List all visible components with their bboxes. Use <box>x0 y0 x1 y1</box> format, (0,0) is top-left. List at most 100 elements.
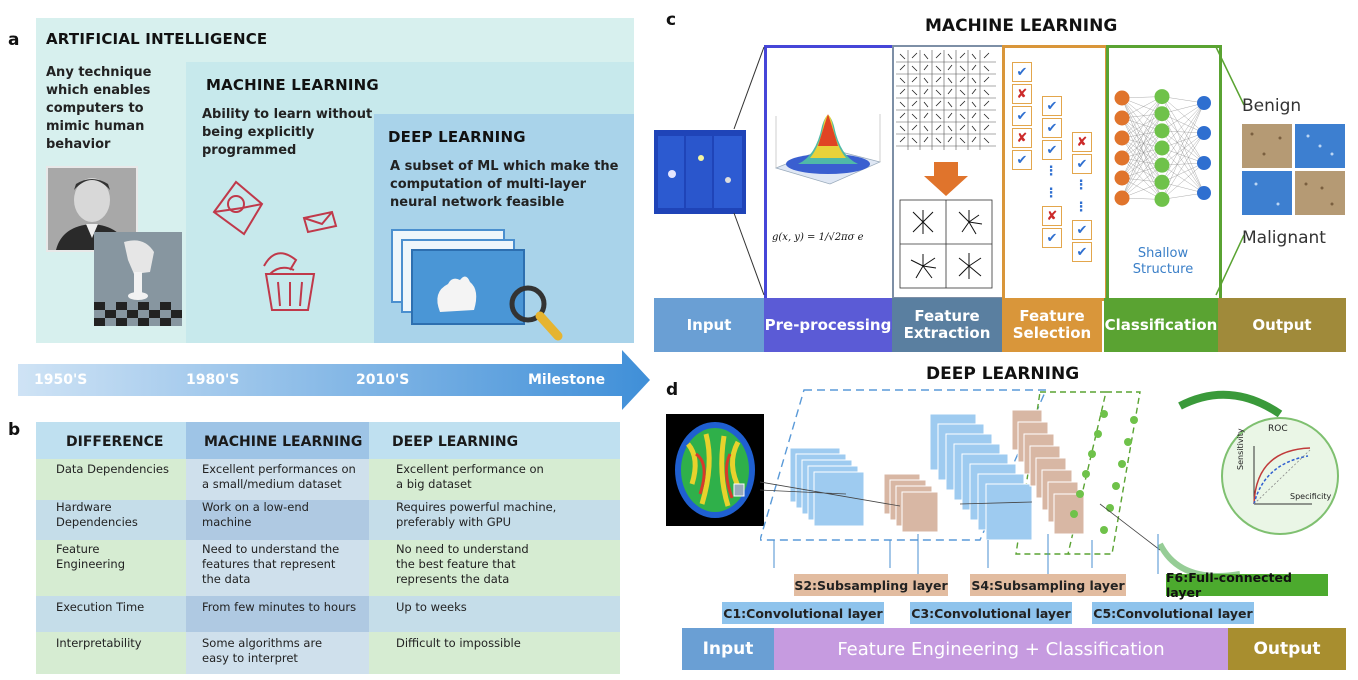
nn-edge <box>1121 117 1163 166</box>
row-dl-value: Requires powerful machine,preferably wit… <box>396 500 616 530</box>
row-dl-value-line: Requires powerful machine, <box>396 500 557 514</box>
c5-layer-label: C5:Convolutional layer <box>1092 602 1254 624</box>
nn-edge <box>1161 130 1205 164</box>
nn-edge <box>1121 137 1163 200</box>
dl-input-block: Input <box>682 628 774 670</box>
nn-edge <box>1121 97 1163 166</box>
nn-edge <box>1121 147 1163 199</box>
nn-node <box>1154 123 1170 139</box>
stage-label: Input <box>686 315 732 334</box>
nn-node <box>1154 89 1170 105</box>
cross-icon: ✘ <box>1072 132 1092 152</box>
row-dl-value: Difficult to impossible <box>396 636 616 651</box>
chess-robot-image <box>94 232 182 326</box>
benign-label: Benign <box>1242 96 1302 116</box>
ellipsis-icon: ⋮ <box>1042 162 1060 180</box>
connector-lines <box>733 46 765 296</box>
dl-output-block: Output <box>1228 628 1346 670</box>
row-ml-value-line: Work on a low-end <box>202 500 309 514</box>
nn-edge <box>1121 130 1163 199</box>
row-ml-value-line: features that represent <box>202 557 336 571</box>
nn-edge <box>1161 147 1205 194</box>
nn-edge <box>1161 113 1205 164</box>
ml-pipeline-title: MACHINE LEARNING <box>925 16 1118 36</box>
ai-title: ARTIFICIAL INTELLIGENCE <box>46 30 268 48</box>
panel-label-a: a <box>8 30 20 50</box>
nn-node <box>1114 190 1130 206</box>
nn-edge <box>1161 96 1205 164</box>
row-name-line: Feature <box>56 542 100 556</box>
row-ml-value-line: the data <box>202 572 251 586</box>
roc-x-label: Specificity <box>1290 492 1332 501</box>
ml-title: MACHINE LEARNING <box>206 76 379 94</box>
nn-edge <box>1121 117 1163 183</box>
nn-edge <box>1121 130 1163 179</box>
dl-description-line: neural network feasible <box>390 195 565 210</box>
row-ml-value-line: machine <box>202 515 252 529</box>
email-doodle-icon <box>212 180 338 311</box>
nn-edge <box>1161 132 1205 183</box>
gaussian-formula: g(x, y) = 1/√2πσ e <box>772 232 864 243</box>
nn-edge <box>1161 102 1205 166</box>
nn-node <box>1154 106 1170 122</box>
row-ml-value-line: Need to understand the <box>202 542 340 556</box>
panel-label-c: c <box>666 10 677 30</box>
header-machine-learning: MACHINE LEARNING <box>204 434 363 450</box>
nn-edge <box>1121 165 1163 199</box>
ml-header-bg <box>186 422 369 459</box>
panel-label-d: d <box>666 380 679 400</box>
cnn-architecture <box>760 389 1339 579</box>
header-deep-learning: DEEP LEARNING <box>392 434 519 450</box>
nn-edge <box>1161 132 1205 166</box>
row-dl-value-line: the best feature that <box>396 557 516 571</box>
ellipsis-icon: ⋮ <box>1072 198 1090 216</box>
panel-label-b: b <box>8 420 21 440</box>
ai-description-line: computers to <box>46 101 144 116</box>
nn-edge <box>1121 113 1163 179</box>
timeline-arrow <box>18 350 650 410</box>
input-image <box>654 130 746 214</box>
shallow-label-line: Structure <box>1132 262 1194 277</box>
row-name-line: Dependencies <box>56 515 138 529</box>
nn-edge <box>1161 130 1205 194</box>
row-name: Interpretability <box>56 636 184 651</box>
nn-node <box>1154 157 1170 173</box>
stage-label: Pre-processing <box>764 315 892 334</box>
timeline-1950s: 1950'S <box>34 372 88 388</box>
row-dl-value: Up to weeks <box>396 600 616 615</box>
nn-edge <box>1161 164 1205 194</box>
cross-icon: ✘ <box>1012 84 1032 104</box>
roc-title: ROC <box>1268 424 1288 434</box>
nn-edge <box>1161 96 1205 134</box>
row-ml-value-line: a small/medium dataset <box>202 477 342 491</box>
ai-description-line: Any technique <box>46 65 152 80</box>
ml-description-line: being explicitly <box>202 125 315 140</box>
output-images <box>1242 124 1345 215</box>
nn-edge <box>1121 157 1163 200</box>
nn-edge <box>1121 96 1163 119</box>
ai-description-line: which enables <box>46 83 151 98</box>
connector-lines <box>1215 46 1245 296</box>
nn-node <box>1114 170 1130 186</box>
stage-output: Output <box>1218 298 1346 352</box>
s4-layer-label: S4:Subsampling layer <box>970 574 1126 596</box>
timeline-milestone: Milestone <box>528 372 606 388</box>
shallow-structure-label: Shallow Structure <box>1128 246 1198 278</box>
nn-edge <box>1121 130 1163 159</box>
nn-node <box>1114 150 1130 166</box>
nn-edge <box>1161 113 1205 134</box>
check-icon: ✔ <box>1012 106 1032 126</box>
ml-description-line: programmed <box>202 143 297 158</box>
row-dl-value-line: Up to weeks <box>396 600 467 614</box>
dl-description-line: computation of multi-layer <box>390 177 587 192</box>
check-icon: ✔ <box>1012 62 1032 82</box>
stage-classification: Classification <box>1104 298 1218 352</box>
cross-icon: ✘ <box>1012 128 1032 148</box>
nn-node <box>1114 90 1130 106</box>
ellipsis-icon: ⋮ <box>1042 184 1060 202</box>
